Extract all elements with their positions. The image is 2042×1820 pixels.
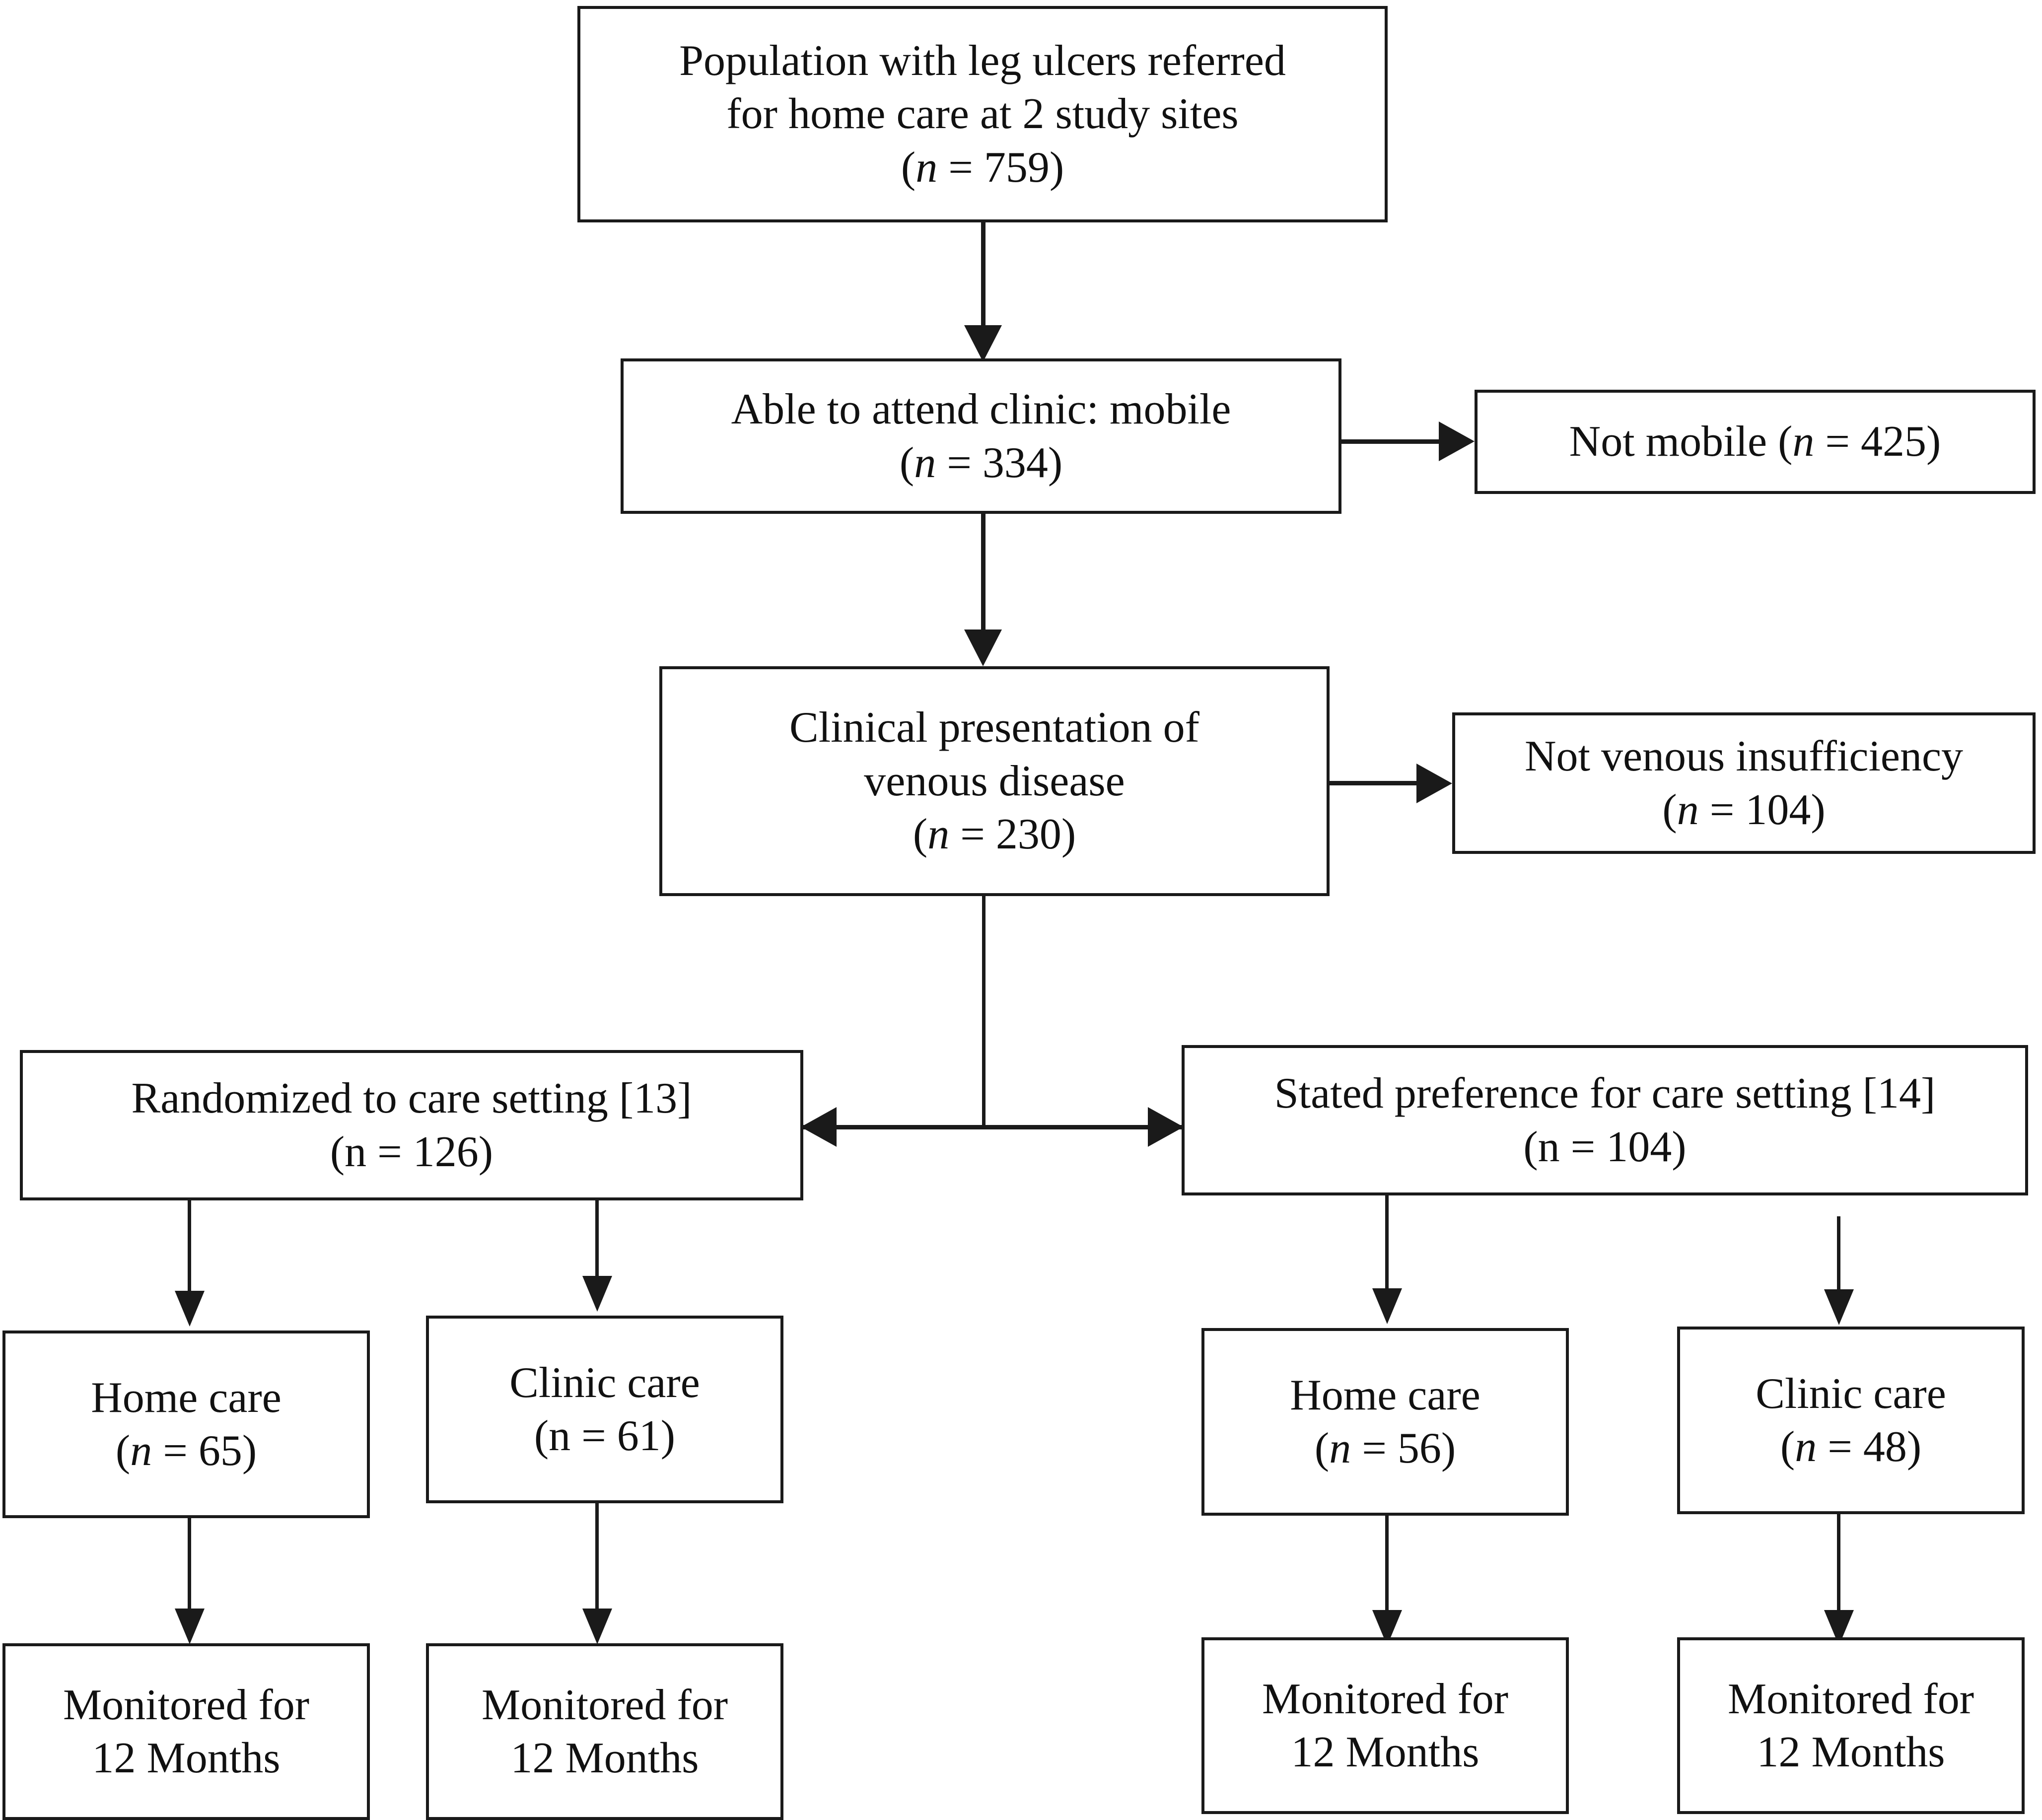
arrowhead-randomized-to-clinic	[582, 1276, 612, 1312]
node-preference-clinic-care: Clinic care (n = 48)	[1677, 1327, 2025, 1514]
node-not-venous-line1: Not venous insufficiency	[1524, 732, 1964, 781]
node-monitor-2-line1: Monitored for	[481, 1680, 728, 1729]
node-population-count: (n = 759)	[901, 143, 1064, 192]
connector-preference-to-clinic	[1837, 1216, 1840, 1293]
node-randomized-line1: Randomized to care setting [13]	[131, 1074, 692, 1123]
node-monitor-1-line2: 12 Months	[92, 1734, 281, 1782]
connector-venous-split-stem	[982, 896, 986, 1127]
node-not-mobile-text: Not mobile (n = 425)	[1569, 418, 1941, 466]
node-monitor-4-line2: 12 Months	[1757, 1728, 1945, 1776]
node-monitor-1-line1: Monitored for	[63, 1680, 310, 1729]
node-randomized-home-care-line1: Home care	[91, 1373, 282, 1422]
node-monitor-preference-clinic: Monitored for 12 Months	[1677, 1637, 2025, 1814]
connector-randomized-to-clinic	[595, 1200, 599, 1280]
node-randomized-home-care-count: (n = 65)	[115, 1427, 257, 1475]
arrowhead-home1-to-monitor1	[175, 1609, 205, 1644]
node-monitor-randomized-clinic: Monitored for 12 Months	[426, 1643, 783, 1820]
node-stated-preference-count: (n = 104)	[1523, 1122, 1687, 1171]
node-not-venous-count: (n = 104)	[1662, 785, 1826, 834]
node-venous-line1: Clinical presentation of	[789, 703, 1199, 752]
node-population-line1: Population with leg ulcers referred	[679, 36, 1286, 85]
node-monitor-3-line1: Monitored for	[1262, 1675, 1509, 1723]
node-monitor-randomized-home: Monitored for 12 Months	[2, 1643, 370, 1820]
connector-clinic1-to-monitor2	[595, 1503, 599, 1616]
arrowhead-clinic1-to-monitor2	[582, 1609, 612, 1644]
arrowhead-preference-to-clinic	[1824, 1289, 1854, 1325]
connector-randomized-to-home	[188, 1200, 191, 1295]
connector-clinic2-to-monitor4	[1837, 1514, 1840, 1617]
node-mobile-line1: Able to attend clinic: mobile	[731, 385, 1231, 434]
node-randomized-clinic-care-line1: Clinic care	[509, 1358, 700, 1407]
connector-split-horizontal	[802, 1125, 1183, 1129]
connector-home2-to-monitor3	[1385, 1516, 1389, 1617]
connector-home1-to-monitor1	[188, 1518, 191, 1616]
node-preference-clinic-care-line1: Clinic care	[1756, 1369, 1946, 1418]
node-not-mobile: Not mobile (n = 425)	[1475, 390, 2036, 494]
arrowhead-population-to-mobile	[964, 325, 1002, 362]
node-mobile-count: (n = 334)	[899, 438, 1063, 487]
connector-preference-to-home	[1385, 1195, 1389, 1292]
node-monitor-2-line2: 12 Months	[510, 1734, 699, 1782]
node-monitor-3-line2: 12 Months	[1291, 1728, 1479, 1776]
node-venous: Clinical presentation of venous disease …	[659, 666, 1330, 896]
node-randomized: Randomized to care setting [13] (n = 126…	[20, 1050, 803, 1200]
node-randomized-clinic-care-count: (n = 61)	[534, 1412, 676, 1460]
node-venous-count: (n = 230)	[913, 810, 1076, 859]
connector-mobile-to-not-mobile	[1341, 439, 1441, 444]
node-stated-preference: Stated preference for care setting [14] …	[1182, 1045, 2028, 1195]
node-preference-clinic-care-count: (n = 48)	[1780, 1423, 1922, 1471]
connector-population-to-mobile	[981, 222, 986, 333]
node-randomized-count: (n = 126)	[330, 1127, 493, 1176]
node-stated-preference-line1: Stated preference for care setting [14]	[1274, 1069, 1936, 1118]
connector-venous-to-not-venous	[1330, 781, 1419, 785]
node-monitor-preference-home: Monitored for 12 Months	[1201, 1637, 1569, 1814]
node-venous-line2: venous disease	[864, 757, 1125, 805]
node-randomized-clinic-care: Clinic care (n = 61)	[426, 1316, 783, 1503]
node-monitor-4-line1: Monitored for	[1727, 1675, 1974, 1723]
node-preference-home-care-count: (n = 56)	[1314, 1424, 1456, 1472]
node-population-line2: for home care at 2 study sites	[726, 90, 1239, 139]
arrowhead-venous-to-not-venous	[1416, 764, 1452, 803]
arrowhead-split-to-randomized	[801, 1107, 837, 1147]
arrowhead-mobile-to-venous	[964, 630, 1002, 666]
arrowhead-preference-to-home	[1372, 1288, 1402, 1324]
node-randomized-home-care: Home care (n = 65)	[2, 1330, 370, 1518]
node-not-venous: Not venous insufficiency (n = 104)	[1452, 712, 2036, 854]
node-preference-home-care-line1: Home care	[1290, 1371, 1480, 1419]
node-population: Population with leg ulcers referred for …	[577, 6, 1388, 222]
arrowhead-randomized-to-home	[175, 1291, 205, 1327]
node-mobile: Able to attend clinic: mobile (n = 334)	[621, 358, 1341, 514]
arrowhead-split-to-stated-preference	[1148, 1107, 1184, 1147]
arrowhead-mobile-to-not-mobile	[1439, 421, 1475, 461]
connector-mobile-to-venous	[981, 514, 986, 634]
node-preference-home-care: Home care (n = 56)	[1201, 1328, 1569, 1516]
